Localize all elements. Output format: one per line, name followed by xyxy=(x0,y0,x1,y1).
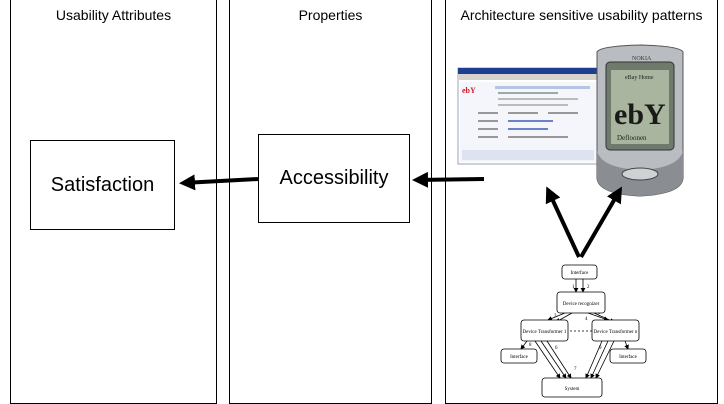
node-interface-left xyxy=(500,348,538,364)
patterns-title: Architecture sensitive usability pattern… xyxy=(460,7,703,23)
node-device-recognizer xyxy=(556,291,606,314)
label-transformer-1: Device Transformer 1 xyxy=(523,330,567,335)
node-transformer-1 xyxy=(520,319,569,342)
phone-screen-title: eBay Home xyxy=(625,75,654,81)
edge-label-9: 9 xyxy=(599,346,602,351)
phone-brand: NOKIA xyxy=(632,56,652,62)
edge-label-6: 6 xyxy=(555,346,558,351)
label-system: System xyxy=(565,387,580,392)
website-logo: ebY xyxy=(462,86,476,95)
node-interface-top xyxy=(561,264,598,280)
arrow-to-website xyxy=(545,186,581,258)
accessibility-box: Accessibility xyxy=(258,134,410,223)
arrow-patterns-to-accessibility xyxy=(412,171,485,188)
phone-logo: ebY xyxy=(614,98,666,131)
arrow-accessibility-to-satisfaction xyxy=(179,174,259,191)
properties-title: Properties xyxy=(298,7,363,23)
usability-attributes-title: Usability Attributes xyxy=(55,7,172,23)
label-interface-left: Interface xyxy=(510,355,529,360)
accessibility-label: Accessibility xyxy=(279,167,389,189)
edge-label-2: 2 xyxy=(587,285,590,290)
edge-label-7: 7 xyxy=(574,367,577,372)
satisfaction-label: Satisfaction xyxy=(50,173,155,196)
mobile-phone-image: NOKIA eBay Home ebY Defloonen xyxy=(596,44,684,197)
edge-label-4: 4 xyxy=(585,317,588,322)
satisfaction-box: Satisfaction xyxy=(30,140,175,230)
label-transformer-n: Device Transformer n xyxy=(594,330,638,335)
node-transformer-n xyxy=(591,319,640,342)
phone-softkey: Defloonen xyxy=(617,134,647,142)
edge-label-1: 1 xyxy=(572,285,575,290)
website-screenshot: ebY xyxy=(457,67,599,165)
arrow-to-phone xyxy=(579,186,623,259)
label-interface-top: Interface xyxy=(571,271,590,276)
edge-label-5: 5 xyxy=(598,314,601,319)
edge-label-8: 8 xyxy=(529,343,532,348)
pattern-flow-chart xyxy=(500,264,647,398)
label-interface-right: Interface xyxy=(619,355,638,360)
label-device-recognizer: Device recognizer xyxy=(563,302,600,307)
edge-label-3: 3 xyxy=(554,314,557,319)
node-interface-right xyxy=(609,348,647,364)
node-system xyxy=(541,377,603,398)
